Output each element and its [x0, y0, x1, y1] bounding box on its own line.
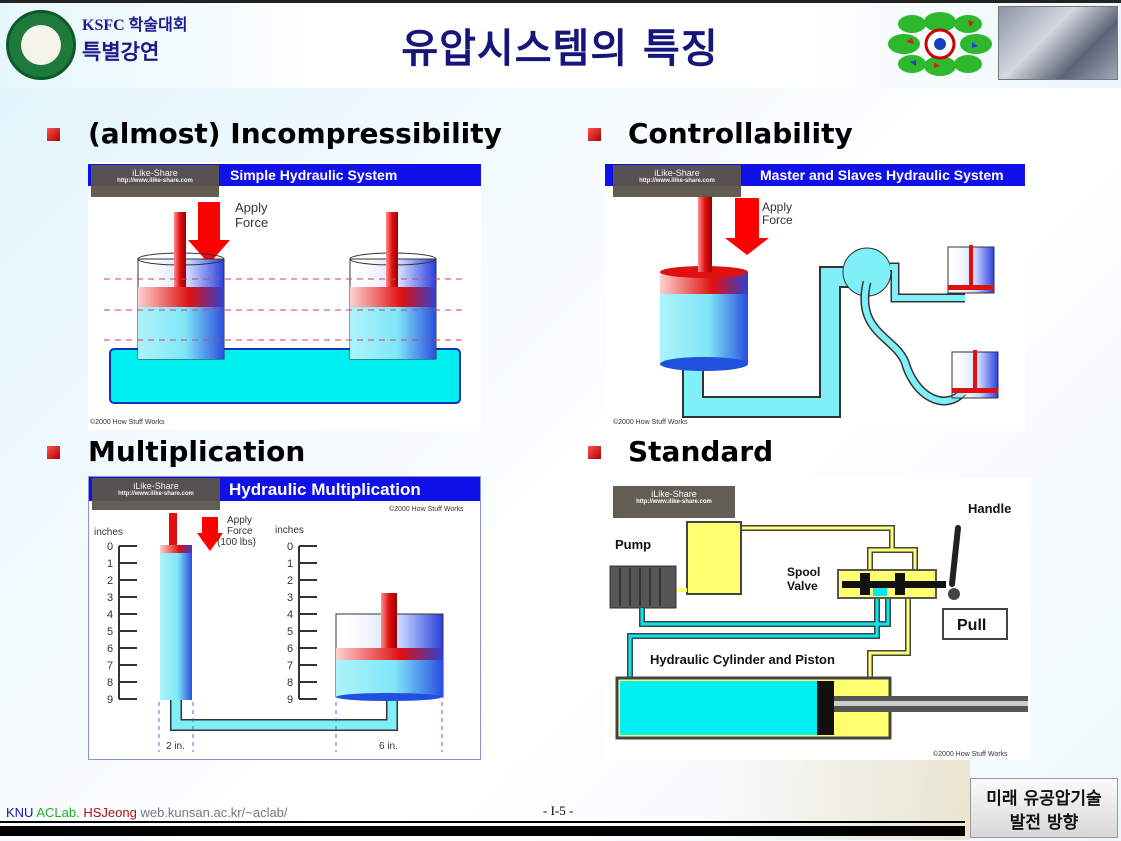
hydraulic-machine-photo: [998, 6, 1118, 80]
scale-tick-label: 8: [107, 677, 113, 689]
scale-tick-label: 2: [107, 575, 113, 587]
cylinder-label: Hydraulic Cylinder and Piston: [650, 652, 835, 667]
scale-tick-label: 1: [287, 558, 293, 570]
session-label: 특별강연: [82, 40, 160, 64]
scale-tick-label: 0: [107, 541, 113, 553]
force-value: (100 lbs): [217, 537, 256, 548]
handle-label: Handle: [968, 501, 1011, 516]
copyright: ©2000 How Stuff Works: [613, 418, 688, 426]
footer-bar: [0, 826, 965, 836]
bullet-incompressibility: (almost) Incompressibility: [88, 117, 502, 150]
conference-name: KSFC 학술대회: [82, 17, 188, 34]
copyright: ©2000 How Stuff Works: [389, 505, 464, 513]
scale-tick-label: 8: [287, 677, 293, 689]
scale-tick-label: 6: [107, 643, 113, 655]
scale-tick-label: 6: [287, 643, 293, 655]
slide-title: 유압시스템의 특징: [401, 26, 719, 72]
simple-hydraulic-diagram: Simple Hydraulic System Apply Force ©200…: [88, 162, 481, 430]
width-label-large: 6 in.: [379, 741, 398, 752]
scale-tick-label: 9: [287, 694, 293, 706]
force-label: Force: [235, 215, 268, 230]
footer-author: HSJeong: [83, 805, 137, 820]
spool-label: Spool: [787, 565, 820, 579]
axis-label-left: inches: [94, 527, 123, 538]
scale-tick-label: 3: [107, 592, 113, 604]
series-label-box: 미래 유공압기술 발전 방향: [970, 778, 1118, 838]
scale-tick-label: 4: [287, 609, 293, 621]
scale-tick-label: 0: [287, 541, 293, 553]
footer-url[interactable]: web.kunsan.ac.kr/~aclab/: [140, 805, 288, 820]
apply-label: Apply: [762, 200, 792, 214]
pump-label: Pump: [615, 537, 651, 552]
series-label-line2: 발전 방향: [1009, 813, 1079, 833]
force-label: Force: [227, 526, 253, 537]
footer-aclab: ACLab.: [36, 805, 80, 820]
valve-label: Valve: [787, 579, 818, 593]
top-border: [0, 0, 1121, 3]
bullet-controllability: Controllability: [628, 117, 853, 150]
diagram-title: Hydraulic Multiplication: [229, 480, 421, 499]
bullet-icon: [588, 128, 601, 141]
scale-tick-label: 1: [107, 558, 113, 570]
scale-tick-label: 7: [107, 660, 113, 672]
apply-label: Apply: [235, 200, 268, 215]
bullet-standard: Standard: [628, 435, 774, 468]
scale-tick-label: 5: [107, 626, 113, 638]
copyright: ©2000 How Stuff Works: [90, 418, 165, 426]
scale-tick-label: 4: [107, 609, 113, 621]
bullet-icon: [47, 446, 60, 459]
bullet-icon: [588, 446, 601, 459]
apply-label: Apply: [227, 515, 252, 526]
footer-credit: KNU ACLab. HSJeong web.kunsan.ac.kr/~acl…: [6, 805, 288, 820]
hydraulic-multiplication-diagram: Hydraulic Multiplication ©2000 How Stuff…: [88, 476, 481, 760]
flower-graphic: [888, 12, 992, 76]
width-label-small: 2 in.: [166, 741, 185, 752]
scale-tick-label: 9: [107, 694, 113, 706]
master-slaves-diagram: Master and Slaves Hydraulic System Apply…: [605, 162, 1025, 430]
footer-divider: [0, 821, 965, 823]
diagram-title: Simple Hydraulic System: [230, 167, 397, 183]
pull-button-label: Pull: [957, 617, 986, 634]
bullet-multiplication: Multiplication: [88, 435, 306, 468]
copyright: ©2000 How Stuff Works: [933, 750, 1008, 758]
force-label: Force: [762, 213, 793, 227]
footer-knu: KNU: [6, 805, 34, 820]
scale-tick-label: 2: [287, 575, 293, 587]
scale-tick-label: 5: [287, 626, 293, 638]
bullet-icon: [47, 128, 60, 141]
axis-label-right: inches: [275, 525, 304, 536]
scale-tick-label: 3: [287, 592, 293, 604]
diagram-title: Master and Slaves Hydraulic System: [760, 167, 1004, 183]
page-number: - I-5 -: [543, 803, 574, 818]
scale-tick-label: 7: [287, 660, 293, 672]
standard-hydraulic-diagram: Handle Pump Spool Valve Pull Hydraulic C…: [605, 478, 1030, 760]
series-label-line1: 미래 유공압기술: [986, 789, 1102, 809]
ksfc-logo: [6, 10, 76, 80]
